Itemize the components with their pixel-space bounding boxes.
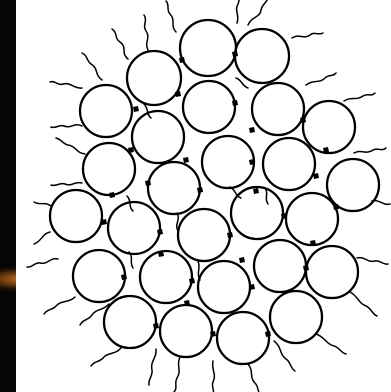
surface-strand — [91, 348, 121, 366]
surface-strand — [34, 232, 50, 244]
surface-strand — [274, 341, 295, 371]
surface-strand — [166, 1, 176, 32]
surface-strand — [34, 202, 51, 206]
particle-circle — [83, 143, 135, 195]
contact-mark — [227, 232, 233, 238]
surface-strand — [292, 33, 323, 38]
surface-strand — [316, 334, 346, 354]
particle-circle — [327, 159, 379, 211]
surface-strand — [144, 15, 148, 50]
surface-strand — [236, 78, 248, 88]
particle-circle — [303, 101, 355, 153]
particle-circle — [263, 138, 315, 190]
surface-strand — [306, 73, 336, 85]
particle-circle — [306, 246, 358, 298]
particle-circle — [104, 296, 156, 348]
surface-strand — [344, 93, 375, 101]
contact-mark — [183, 157, 189, 163]
particle-circle — [50, 190, 102, 242]
surface-strand — [212, 361, 214, 392]
surface-strand — [112, 29, 128, 59]
contact-mark — [303, 265, 309, 271]
particle-circle — [178, 209, 230, 261]
contact-mark — [197, 187, 203, 193]
particle-circle — [252, 83, 304, 135]
particle-circle — [198, 261, 250, 313]
surface-strand — [248, 364, 261, 392]
surface-strand — [51, 183, 82, 186]
contact-mark — [249, 159, 255, 165]
surface-strand — [27, 259, 58, 267]
contact-mark — [281, 213, 287, 219]
contact-mark — [179, 57, 185, 63]
surface-strand — [350, 292, 377, 316]
contact-mark — [121, 274, 127, 280]
surface-strand — [237, 0, 242, 23]
contact-mark — [232, 51, 238, 57]
particle-circle — [286, 193, 338, 245]
surface-strand — [174, 357, 180, 392]
surface-strand — [149, 349, 156, 385]
surface-strand — [357, 258, 388, 264]
contact-mark — [333, 204, 339, 210]
surface-strand — [44, 297, 75, 314]
contact-mark — [145, 180, 151, 186]
particle-circle — [183, 81, 235, 133]
surface-strand — [50, 82, 82, 89]
contact-mark — [210, 331, 216, 337]
particle-circle — [73, 250, 125, 302]
contact-mark — [232, 100, 238, 106]
particle-circle — [148, 162, 200, 214]
contact-mark — [153, 323, 159, 329]
contact-mark — [175, 91, 181, 97]
contact-mark — [253, 188, 259, 194]
particle-circle — [202, 136, 254, 188]
particle-circle — [160, 305, 212, 357]
contact-mark — [184, 300, 190, 306]
contact-mark — [109, 192, 115, 198]
particle-circle — [140, 251, 192, 303]
contact-mark — [300, 117, 306, 123]
contact-mark — [189, 278, 195, 284]
surface-strand — [51, 125, 82, 128]
particle-circle — [180, 20, 236, 76]
contact-mark — [310, 240, 316, 246]
contact-mark — [323, 147, 329, 153]
contact-mark — [313, 173, 319, 179]
surface-strand — [354, 148, 386, 153]
contact-mark — [133, 106, 139, 112]
particle-circle — [127, 51, 181, 105]
particle-circle — [231, 187, 283, 239]
contact-mark — [128, 147, 134, 153]
particle-circle — [235, 29, 289, 83]
white-diagram-panel — [16, 0, 391, 392]
particle-circle — [132, 111, 184, 163]
particle-circle — [108, 202, 160, 254]
particle-circle — [254, 240, 306, 292]
contact-mark — [265, 331, 271, 337]
particle-circle — [270, 291, 322, 343]
surface-strand — [56, 138, 85, 154]
contact-mark — [101, 219, 107, 225]
particle-circle — [80, 85, 132, 137]
particle-circle — [217, 312, 269, 364]
particle-cluster-diagram — [16, 0, 391, 392]
contact-mark — [157, 229, 163, 235]
surface-strand — [248, 0, 268, 25]
surface-strand — [82, 53, 102, 80]
contact-mark — [249, 284, 255, 290]
contact-mark — [239, 257, 245, 263]
contact-mark — [249, 127, 255, 133]
contact-mark — [158, 251, 164, 257]
surface-strand — [144, 104, 151, 118]
